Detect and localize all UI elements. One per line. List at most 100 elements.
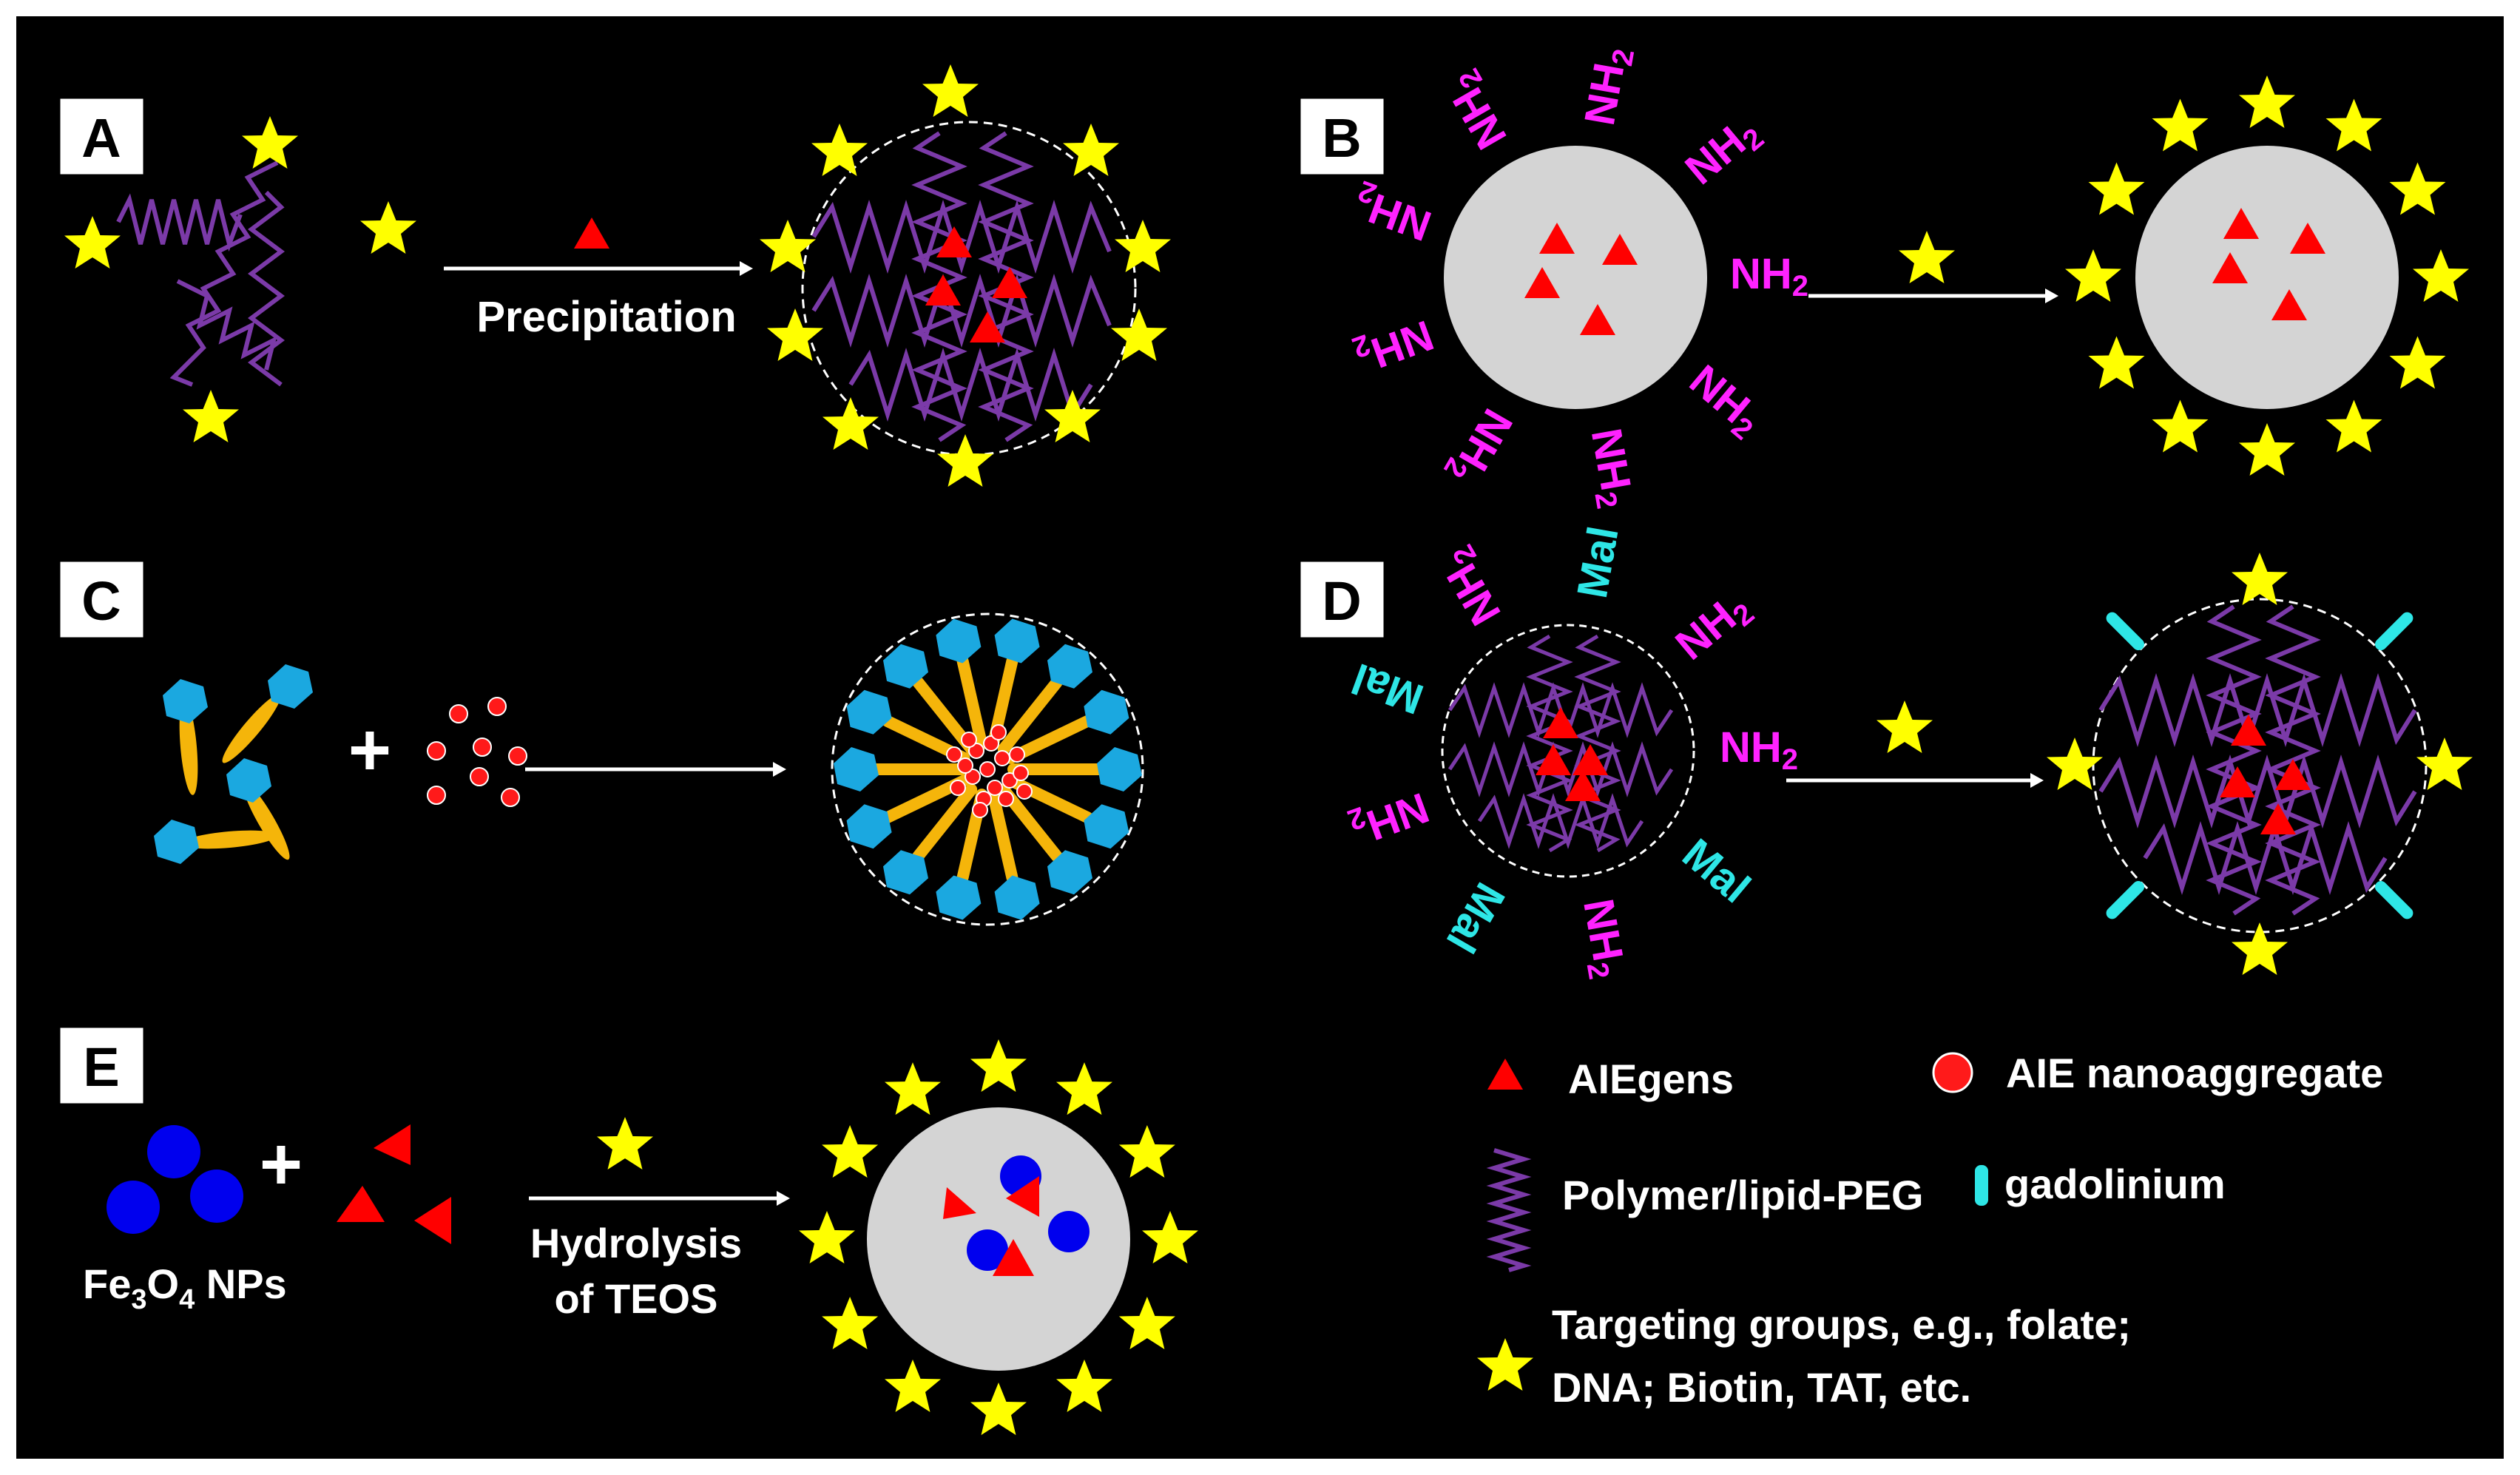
targeting-star — [811, 124, 868, 176]
aie-dot — [1016, 783, 1033, 800]
targeting-star — [1118, 1297, 1175, 1349]
targeting-star — [822, 397, 879, 450]
aie-dot — [990, 724, 1007, 740]
targeting-star — [1056, 1062, 1112, 1115]
encapsulated-cargo — [943, 1155, 1090, 1276]
amine-group-label: NH2 — [1720, 723, 1798, 775]
lipid-head — [846, 804, 892, 849]
targeting-star — [970, 1039, 1027, 1092]
polymer-micelle — [801, 121, 1137, 456]
lipid-head — [1097, 747, 1142, 791]
aie-dot — [972, 802, 988, 818]
panel-letter: C — [81, 570, 121, 632]
aiegen-triangle — [574, 217, 609, 249]
lipid-micelle — [831, 612, 1144, 926]
nanoparticle — [1444, 146, 1707, 409]
lipid-head — [994, 875, 1040, 920]
aie-dots — [427, 697, 527, 807]
targeting-star — [2152, 399, 2209, 453]
gadolinium-bar — [2106, 612, 2144, 650]
amine-group-label: NH2 — [1436, 63, 1520, 157]
targeting-star — [2389, 336, 2446, 389]
targeting-star — [2239, 75, 2295, 128]
functionalized-micelle — [2092, 598, 2428, 934]
lipid-head — [1047, 644, 1092, 689]
aiegen-triangle — [2231, 715, 2266, 746]
star-legend-icon — [1477, 1338, 1533, 1391]
aie-dot — [1009, 746, 1025, 763]
aiegen-triangle — [992, 267, 1027, 298]
arrow-label-line1: Hydrolysis — [530, 1220, 742, 1266]
panel-e: E Fe3O4 NPs + Hydrolysis of TEOS — [58, 1025, 1198, 1435]
aie-dot — [994, 750, 1010, 766]
panel-letter: A — [81, 107, 121, 169]
reaction-arrow-head — [2030, 773, 2044, 788]
panel-c: C + — [58, 559, 1144, 926]
aie-dot — [965, 769, 981, 785]
targeting-star — [1044, 390, 1101, 442]
reaction-arrow-head — [740, 261, 753, 276]
maleimide-group-label: Mal — [1436, 874, 1514, 960]
targeting-star — [1877, 701, 1933, 753]
lipid-tail — [956, 655, 988, 750]
legend-targeting-line1: Targeting groups, e.g., folate; — [1552, 1301, 2131, 1348]
legend-aie-nanoaggregate: AIE nanoaggregate — [2006, 1050, 2383, 1096]
legend-aiegens: AIEgens — [1568, 1056, 1734, 1102]
targeting-star — [2088, 336, 2145, 389]
polymer-chains — [116, 161, 285, 387]
targeting-star — [885, 1359, 941, 1412]
targeting-star — [1142, 1211, 1198, 1263]
gadolinium-bar — [2375, 612, 2413, 650]
amine-group-label: NH2 — [1578, 425, 1643, 511]
amine-group-label: NH2 — [1347, 175, 1439, 250]
lipid-head — [883, 850, 928, 895]
lipid-head — [834, 747, 879, 791]
panel-letter: D — [1322, 570, 1361, 632]
amine-group-label: NH2 — [1575, 43, 1641, 129]
gadolinium-bar — [2375, 881, 2413, 919]
amine-group-label: NH2 — [1437, 399, 1521, 493]
targeting-star — [597, 1117, 653, 1169]
lipid-head — [1084, 689, 1129, 735]
polymer-legend-icon — [1486, 1148, 1532, 1272]
aie-dot — [998, 791, 1014, 807]
panel-letter-box — [1298, 96, 1386, 177]
panel-letter-box — [58, 96, 146, 177]
targeting-star — [2152, 98, 2209, 152]
lipid-tail — [987, 789, 1019, 884]
aie-dot — [968, 743, 984, 759]
targeting-star — [822, 1125, 879, 1178]
amine-group-label: NH2 — [1678, 356, 1771, 446]
aie-dot — [950, 780, 966, 796]
targeting-star — [970, 1383, 1027, 1435]
targeting-star — [64, 216, 121, 269]
amine-group-label: NH2 — [1430, 539, 1514, 633]
gadolinium-and-targeting-ring — [2047, 553, 2473, 975]
legend-polymer: Polymer/lipid-PEG — [1562, 1172, 1924, 1218]
aie-dot — [987, 780, 1003, 796]
lipid-tail — [912, 783, 978, 863]
reaction-arrow-head — [773, 762, 786, 777]
targeting-star — [885, 1062, 941, 1115]
targeting-star — [1111, 308, 1167, 361]
targeting-star — [937, 434, 993, 487]
legend: AIEgens AIE nanoaggregate Polymer/lipid-… — [1477, 1050, 2383, 1411]
gadolinium-bar — [2106, 881, 2144, 919]
targeting-star — [1118, 1125, 1175, 1178]
panel-letter: E — [83, 1036, 119, 1098]
targeting-star — [2065, 249, 2121, 302]
panel-a: A Precipitation — [58, 64, 1171, 487]
lipid-molecules — [154, 664, 313, 864]
aie-dot — [983, 735, 999, 752]
targeting-star — [2413, 249, 2469, 302]
maleimide-group-label: Mal — [1346, 654, 1430, 723]
amine-group-label: NH2 — [1343, 780, 1435, 855]
amine-group-label: NH2 — [1666, 582, 1760, 672]
arrow-label-line2: of TEOS — [555, 1275, 718, 1322]
amine-group-label: NH2 — [1730, 250, 1808, 302]
lipid-tail — [997, 676, 1063, 755]
aiegen-legend-icon — [1487, 1059, 1523, 1090]
amine-group-label: NH2 — [1570, 896, 1635, 982]
